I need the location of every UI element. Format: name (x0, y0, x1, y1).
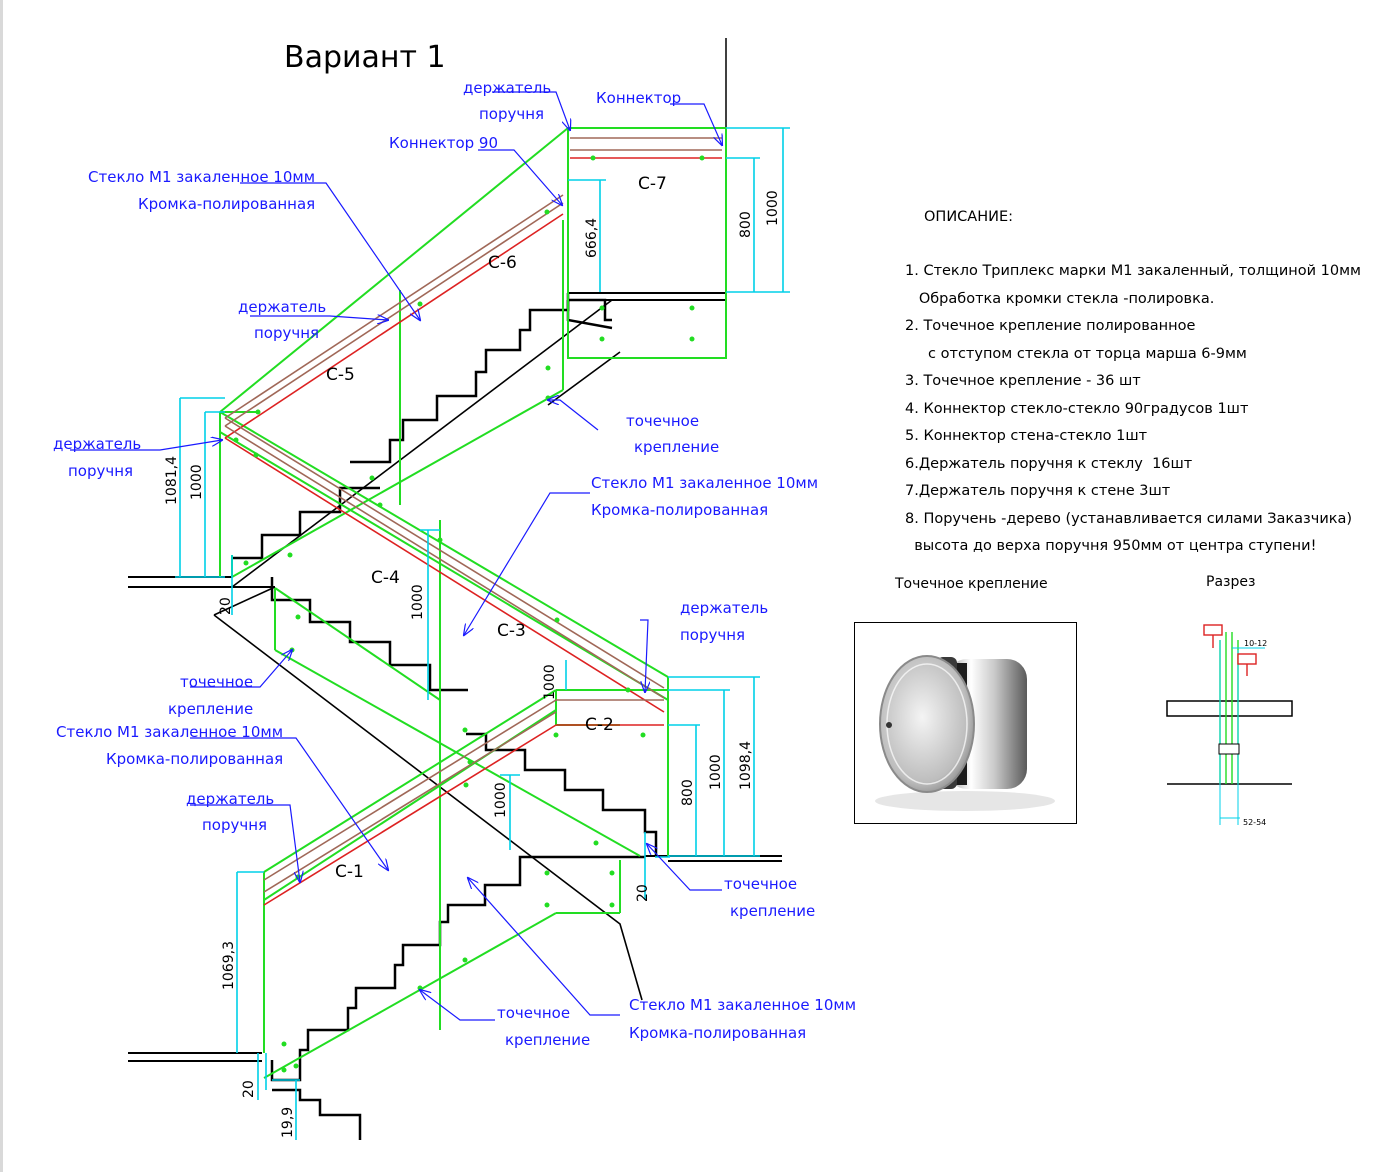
callout-glass-c6-1: Стекло М1 закаленное 10мм (88, 168, 315, 186)
description-line: с отступом стекла от торца марша 6-9мм (905, 345, 1247, 362)
dim-c1-1000: 1000 (493, 782, 509, 818)
callout-glass-c1-1: Стекло М1 закаленное 10мм (56, 723, 283, 741)
section-caption: Разрез (1206, 574, 1255, 590)
panel-label-c4: С-4 (371, 568, 400, 588)
callout-holder-top-2: поручня (479, 105, 544, 123)
description-line: 8. Поручень -дерево (устанавливается сил… (905, 510, 1353, 527)
callout-point-mid-2: крепление (168, 700, 253, 718)
description-heading: ОПИСАНИЕ: (924, 209, 1014, 225)
callout-holder-c1-2: поручня (202, 816, 267, 834)
dimension-lines (175, 127, 790, 1140)
section-dim-top: 10-12 (1244, 639, 1267, 648)
dim-20-lower: 20 (241, 1080, 257, 1098)
dim-1069: 1069,3 (221, 941, 237, 990)
callout-holder-left-2: поручня (68, 462, 133, 480)
callout-holder-top-1: держатель (463, 79, 551, 97)
callout-holder-right-1: держатель (680, 599, 768, 617)
description-line: высота до верха поручня 950мм от центра … (905, 538, 1317, 554)
callout-point-right-2: крепление (730, 902, 815, 920)
callout-glass-c1-2: Кромка-полированная (106, 750, 283, 768)
callout-point-upper-1: точечное (626, 412, 699, 430)
callout-holder-c1-1: держатель (186, 790, 274, 808)
glass-panels (219, 127, 727, 1079)
dim-1081: 1081,4 (164, 456, 180, 505)
callout-glass-c3-2: Кромка-полированная (591, 501, 768, 519)
panel-label-c2: С-2 (585, 715, 614, 735)
page-left-border (0, 0, 3, 1172)
callout-glass-c6-2: Кромка-полированная (138, 195, 315, 213)
section-detail: Разрез 10-12 52-54 (1166, 574, 1293, 827)
callout-point-lower-1: точечное (497, 1004, 570, 1022)
callout-texts: держатель поручня Коннектор Коннектор 90… (53, 79, 856, 1049)
callout-holder-right-2: поручня (680, 626, 745, 644)
panel-labels: С-7 С-6 С-5 С-4 С-3 С-2 С-1 (326, 174, 667, 882)
point-fixing-photo (854, 622, 1077, 824)
callout-connector-90: Коннектор 90 (389, 134, 498, 152)
dim-20-mid: 20 (635, 884, 651, 902)
callout-holder-left-1: держатель (53, 435, 141, 453)
dim-c7-1000: 1000 (765, 190, 781, 226)
callout-glass-c3-1: Стекло М1 закаленное 10мм (591, 474, 818, 492)
dim-c3-1000: 1000 (542, 664, 558, 700)
description-line: 1. Стекло Триплекс марки М1 закаленный, … (905, 263, 1361, 279)
dim-c6-666: 666,4 (584, 218, 600, 258)
description-line: 2. Точечное крепление полированное (905, 318, 1196, 334)
dim-c5-1000: 1000 (189, 464, 205, 500)
dimension-texts: 1000 800 666,4 1081,4 1000 20 1000 1000 … (164, 190, 781, 1138)
callout-glass-c2-2: Кромка-полированная (629, 1024, 806, 1042)
handrails (224, 137, 722, 906)
description-line: 7.Держатель поручня к стене 3шт (905, 483, 1171, 499)
dim-1098: 1098,4 (738, 741, 754, 790)
description-list: 1. Стекло Триплекс марки М1 закаленный, … (905, 258, 1361, 561)
panel-label-c3: С-3 (497, 621, 526, 641)
callout-point-lower-2: крепление (505, 1031, 590, 1049)
panel-label-c1: С-1 (335, 862, 364, 882)
panel-label-c7: С-7 (638, 174, 667, 194)
description-line: Обработка кромки стекла -полировка. (905, 290, 1215, 307)
callout-leaders (70, 91, 722, 1021)
photo-caption: Точечное крепление (895, 576, 1048, 592)
callout-point-right-1: точечное (724, 875, 797, 893)
panel-label-c6: С-6 (488, 253, 517, 273)
callout-holder-c5-1: держатель (238, 298, 326, 316)
floor-slabs (128, 38, 782, 1062)
point-fixing-image (875, 655, 1055, 811)
description-line: 5. Коннектор стена-стекло 1шт (905, 428, 1148, 444)
description-line: 3. Точечное крепление - 36 шт (905, 373, 1141, 389)
stair-stringers (213, 299, 643, 1001)
callout-point-mid-1: точечное (180, 673, 253, 691)
panel-label-c5: С-5 (326, 365, 355, 385)
callout-glass-c2-1: Стекло М1 закаленное 10мм (629, 996, 856, 1014)
dim-c4-1000: 1000 (410, 584, 426, 620)
dim-c7-800: 800 (738, 211, 754, 238)
description-line: 4. Коннектор стекло-стекло 90градусов 1ш… (905, 400, 1249, 417)
drawing-title: Вариант 1 (284, 40, 446, 75)
description-line: 6.Держатель поручня к стеклу 16шт (905, 455, 1193, 472)
dim-c2-800: 800 (680, 779, 696, 806)
dim-20-upper: 20 (218, 597, 234, 615)
dim-c2-1000: 1000 (708, 754, 724, 790)
dim-19-9: 19,9 (280, 1107, 296, 1138)
callout-connector: Коннектор (596, 89, 681, 107)
section-dim-bottom: 52-54 (1243, 818, 1266, 827)
callout-point-upper-2: крепление (634, 438, 719, 456)
callout-holder-c5-2: поручня (254, 324, 319, 342)
